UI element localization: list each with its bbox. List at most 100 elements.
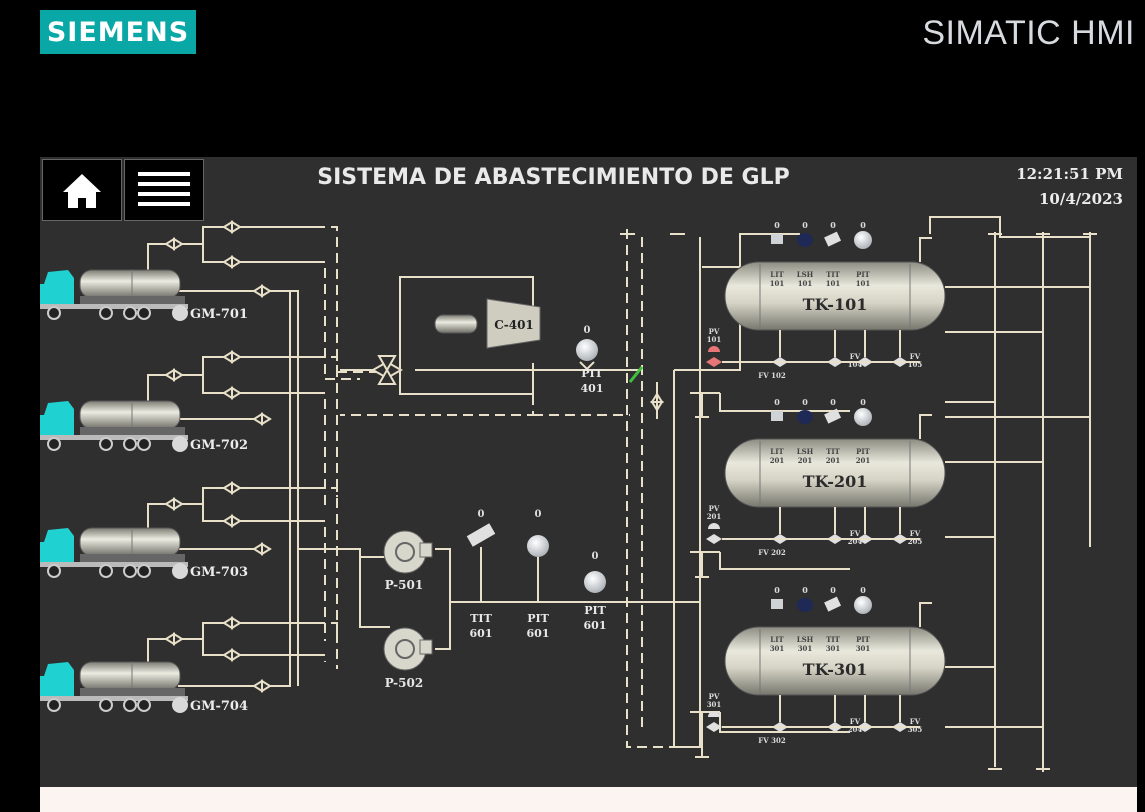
tank-inst-tag: TIT xyxy=(826,635,840,644)
svg-text:PIT: PIT xyxy=(581,367,603,380)
manifold-valves xyxy=(164,220,272,693)
tank-inst-tag: LSH xyxy=(797,447,814,456)
ground-icon xyxy=(172,305,188,321)
svg-text:0: 0 xyxy=(535,509,542,520)
level-transmitter-icon xyxy=(771,599,783,609)
menu-icon xyxy=(138,172,190,206)
ground-icon xyxy=(172,697,188,713)
truck-cab xyxy=(40,270,74,304)
pressure-transmitter-icon xyxy=(854,408,872,426)
svg-text:0: 0 xyxy=(584,325,591,336)
svg-text:PIT: PIT xyxy=(527,612,549,625)
tank-inst-tag: PIT xyxy=(856,635,871,644)
tank-reading: 0 xyxy=(802,397,808,407)
pv-label: PV xyxy=(709,504,720,513)
pv-label: PV xyxy=(709,327,720,336)
vapor-lines xyxy=(315,226,702,748)
three-way-valve[interactable] xyxy=(370,355,404,385)
fv-label: FV xyxy=(910,717,921,726)
temp-transmitter-icon xyxy=(824,231,842,247)
fv-label: FV xyxy=(850,717,861,726)
svg-text:0: 0 xyxy=(478,509,485,520)
fv-label: 204 xyxy=(848,725,863,734)
temp-transmitter-icon xyxy=(824,408,842,424)
truck-gm-704[interactable]: GM-704 xyxy=(40,661,248,714)
product-name: SIMATIC HMI xyxy=(922,14,1135,52)
compressor-tag: C-401 xyxy=(494,318,534,332)
tank-reading: 0 xyxy=(830,397,836,407)
tank-reading: 0 xyxy=(830,585,836,595)
svg-text:601: 601 xyxy=(527,627,550,640)
fv-label: FV xyxy=(850,352,861,361)
status-bar xyxy=(40,787,1137,812)
tank-inst-tag: LIT xyxy=(770,447,784,456)
tank-inst-tag: LSH xyxy=(797,635,814,644)
truck-tag: GM-702 xyxy=(190,438,248,453)
tit-601[interactable]: 0 TIT 601 xyxy=(466,509,496,640)
tank-inst-tag: TIT xyxy=(826,447,840,456)
clock-time: 12:21:51 PM xyxy=(1016,165,1123,183)
fv-label: FV 302 xyxy=(758,736,786,745)
truck-cab xyxy=(40,528,74,562)
ground-icon xyxy=(172,563,188,579)
tank-inst-tag: TIT xyxy=(826,270,840,279)
svg-text:P-501: P-501 xyxy=(385,578,423,592)
level-switch-icon xyxy=(797,598,813,612)
screen-title: SISTEMA DE ABASTECIMIENTO DE GLP xyxy=(317,165,790,190)
svg-text:401: 401 xyxy=(581,382,604,395)
tank-inst-num: 301 xyxy=(770,644,785,653)
level-transmitter-icon xyxy=(771,234,783,244)
pit-401[interactable]: 0 PIT 401 xyxy=(576,325,604,395)
tank-inst-tag: PIT xyxy=(856,447,871,456)
tank-inst-num: 101 xyxy=(798,279,813,288)
pump-p502[interactable]: P-502 xyxy=(383,627,433,690)
svg-text:601: 601 xyxy=(584,619,607,632)
header-caps xyxy=(620,233,1097,770)
fv-label: FV xyxy=(910,352,921,361)
pit-601-b[interactable]: 0 PIT 601 xyxy=(584,551,607,632)
menu-button[interactable] xyxy=(124,159,204,221)
tank-inst-num: 301 xyxy=(798,644,813,653)
tank-inst-num: 201 xyxy=(826,456,841,465)
tank-name: TK-101 xyxy=(803,295,868,314)
tank-inst-num: 301 xyxy=(826,644,841,653)
pressure-transmitter-icon xyxy=(854,231,872,249)
tank-inst-num: 201 xyxy=(856,456,871,465)
level-switch-icon xyxy=(797,410,813,424)
truck-tag: GM-701 xyxy=(190,307,248,322)
fv-label: 204 xyxy=(848,537,863,546)
tank-reading: 0 xyxy=(830,220,836,230)
pump-p501[interactable]: P-501 xyxy=(383,530,433,592)
tank-inst-tag: PIT xyxy=(856,270,871,279)
tank-reading: 0 xyxy=(802,585,808,595)
home-button[interactable] xyxy=(42,159,122,221)
truck-gm-701[interactable]: GM-701 xyxy=(40,269,248,322)
tank-inst-num: 101 xyxy=(770,279,785,288)
tank-reading: 0 xyxy=(860,585,866,595)
ground-icon xyxy=(172,436,188,452)
pv-label-num: 101 xyxy=(707,335,722,344)
tank-reading: 0 xyxy=(802,220,808,230)
tank-inst-tag: LIT xyxy=(770,270,784,279)
svg-text:601: 601 xyxy=(470,627,493,640)
level-switch-icon xyxy=(797,233,813,247)
compressor-c401[interactable]: C-401 xyxy=(434,298,541,349)
pv-label: PV xyxy=(709,692,720,701)
pv-valve xyxy=(706,534,714,544)
truck-gm-703[interactable]: GM-703 xyxy=(40,527,248,580)
fv-label: 104 xyxy=(848,360,863,369)
tank-reading: 0 xyxy=(860,397,866,407)
truck-gm-702[interactable]: GM-702 xyxy=(40,400,248,453)
tank-inst-num: 101 xyxy=(826,279,841,288)
truck-tag: GM-703 xyxy=(190,565,248,580)
pit-601-a[interactable]: 0 PIT 601 xyxy=(527,509,550,640)
truck-cab xyxy=(40,662,74,696)
tank-inst-num: 201 xyxy=(770,456,785,465)
inlet-valve[interactable] xyxy=(650,382,664,419)
pv-valve xyxy=(706,357,714,367)
